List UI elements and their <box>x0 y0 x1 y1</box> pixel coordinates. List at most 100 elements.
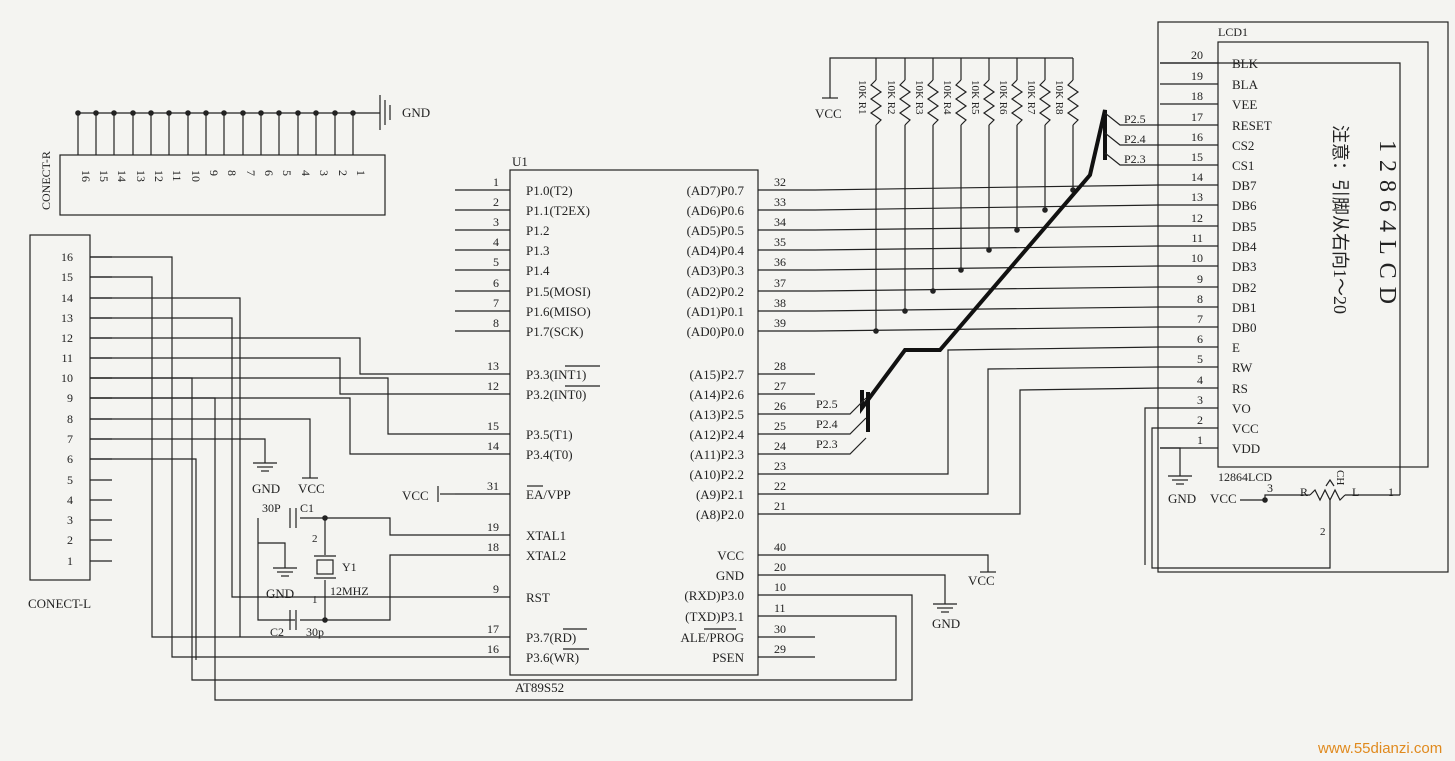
potentiometer <box>1309 488 1346 502</box>
conect-r-pin-num-10: 10 <box>189 170 203 182</box>
lcd-pin-num-12: 12 <box>1191 211 1203 225</box>
conect-l-pin-num-6: 6 <box>67 452 73 466</box>
cap-gnd-lead <box>258 542 286 560</box>
lcd-outline <box>1157 21 1449 573</box>
u1-pin-name-13: P3.3(INT1) <box>526 367 586 382</box>
u1-net-p23: P2.3 <box>816 437 838 451</box>
resistor-common-rail <box>829 57 1073 98</box>
conect-l-pin-num-8: 8 <box>67 412 73 426</box>
wire-cl12 <box>90 337 455 375</box>
lcd-pin-num-3: 3 <box>1197 393 1203 407</box>
u1-pin-num-22: 22 <box>774 479 786 493</box>
c2-ref: C2 <box>270 625 284 639</box>
lcd-pin-name-3: VO <box>1232 401 1251 416</box>
xtal-dot-top <box>322 515 328 521</box>
conect-r-pin-num-12: 12 <box>152 170 166 182</box>
pot-arrow <box>1325 478 1335 487</box>
conect-l-pin-num-11: 11 <box>61 351 73 365</box>
resistor-R6 <box>1010 79 1024 126</box>
c1-value: 30P <box>262 501 281 515</box>
lcd-pin-num-4: 4 <box>1197 373 1203 387</box>
u1-pin-name-19: XTAL1 <box>526 528 566 543</box>
u1-pin-num-14: 14 <box>487 439 499 453</box>
lcd-pin-name-11: DB4 <box>1232 239 1257 254</box>
lcd-pin-name-12: DB5 <box>1232 219 1257 234</box>
u1-pin-num-19: 19 <box>487 520 499 534</box>
u1-pin-num-6: 6 <box>493 276 499 290</box>
conect-l-pin-num-9: 9 <box>67 391 73 405</box>
lcd-net-p23: P2.3 <box>1124 152 1146 166</box>
u1-pin-num-18: 18 <box>487 540 499 554</box>
u1-ref: U1 <box>512 154 528 169</box>
watermark: www.55dianzi.com <box>1317 740 1442 757</box>
u1-pin-num-30: 30 <box>774 622 786 636</box>
wire-cl7-gnd <box>90 438 266 455</box>
lcd-pin-name-4: RS <box>1232 381 1248 396</box>
p0-bus-3 <box>814 245 1161 251</box>
u1-pin-name-37: (AD2)P0.2 <box>687 284 744 299</box>
lcd-pin-name-13: DB6 <box>1232 198 1257 213</box>
conect-l-pin-num-3: 3 <box>67 513 73 527</box>
c2-value: 30p <box>306 625 324 639</box>
resistor-label-R1: 10K R1 <box>856 80 868 115</box>
conect-l-pin-num-13: 13 <box>61 311 73 325</box>
y1-value: 12MHZ <box>330 584 369 598</box>
u1-pin-name-14: P3.4(T0) <box>526 447 573 462</box>
conect-l-body <box>29 234 91 581</box>
u1-pin-num-23: 23 <box>774 459 786 473</box>
wire-cl8-vcc <box>90 418 311 478</box>
u1-pin-num-1: 1 <box>493 175 499 189</box>
res-junction-R6 <box>1014 227 1020 233</box>
u1-pin-name-25: (A12)P2.4 <box>689 427 744 442</box>
lcd-bus-tap-0 <box>1104 112 1160 126</box>
conect-r-pin-num-2: 2 <box>336 170 350 176</box>
pot-l-label: L <box>1352 485 1359 499</box>
u1-net-p24: P2.4 <box>816 417 838 431</box>
lcd-pin-name-1: VDD <box>1232 441 1260 456</box>
u1-pin-num-17: 17 <box>487 622 499 636</box>
conect-r-pin-num-14: 14 <box>115 170 129 182</box>
u1-pin-num-11: 11 <box>774 601 786 615</box>
vcc-label-pin40: VCC <box>968 573 995 588</box>
u1-pin-num-3: 3 <box>493 215 499 229</box>
gnd-label-pin20: GND <box>932 616 960 631</box>
vcc-label-ea: VCC <box>402 488 429 503</box>
vcc-label-resistors: VCC <box>815 106 842 121</box>
lcd-pin-num-10: 10 <box>1191 251 1203 265</box>
pot-pin2: 2 <box>1320 526 1326 538</box>
wire-cl16 <box>90 256 455 658</box>
resistor-label-R5: 10K R5 <box>969 80 981 115</box>
conect-r-pin-num-11: 11 <box>170 170 184 182</box>
lcd-pin-name-6: E <box>1232 340 1240 355</box>
u1-pin-name-3: P1.2 <box>526 223 549 238</box>
pot-blk-wire <box>1160 62 1401 495</box>
conect-l-pin-num-7: 7 <box>67 432 73 446</box>
resistor-label-R2: 10K R2 <box>885 80 897 115</box>
resistor-R2 <box>898 79 912 126</box>
u1-pin-name-29: PSEN <box>712 650 744 665</box>
conect-r-pin-num-4: 4 <box>299 170 313 176</box>
u1-pin-num-8: 8 <box>493 316 499 330</box>
res-junction-R1 <box>873 328 879 334</box>
wire-cl9 <box>90 397 455 455</box>
p0-bus-1 <box>814 204 1161 211</box>
resistor-R1 <box>869 79 883 126</box>
conect-r-body <box>59 154 386 216</box>
wire-rxd <box>90 397 913 701</box>
lcd-pin-name-19: BLA <box>1232 77 1259 92</box>
lcd-pin-name-2: VCC <box>1232 421 1259 436</box>
u1-pin-name-21: (A8)P2.0 <box>696 507 744 522</box>
conect-r-pin-num-16: 16 <box>79 170 93 182</box>
p0-bus-2 <box>814 225 1161 231</box>
u1-pin-num-12: 12 <box>487 379 499 393</box>
u1-pin-num-35: 35 <box>774 235 786 249</box>
u1-pin-name-39: (AD0)P0.0 <box>687 324 744 339</box>
lcd-bus-tap-1 <box>1104 132 1160 146</box>
u1-pin-name-27: (A14)P2.6 <box>689 387 744 402</box>
conect-l-pin-num-1: 1 <box>67 554 73 568</box>
u1-pin-num-36: 36 <box>774 255 786 269</box>
y1-ref: Y1 <box>342 560 357 574</box>
lcd-pin-name-10: DB3 <box>1232 259 1257 274</box>
lcd-net-p24: P2.4 <box>1124 132 1146 146</box>
lcd-pin-num-11: 11 <box>1191 231 1203 245</box>
